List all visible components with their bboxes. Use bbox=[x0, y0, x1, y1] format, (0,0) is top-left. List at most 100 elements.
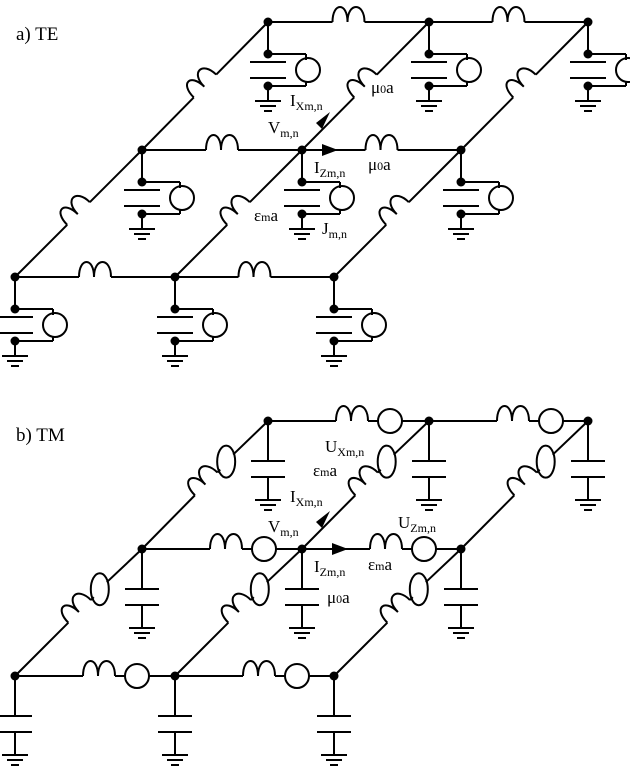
inductor-coil bbox=[186, 67, 217, 99]
wire bbox=[408, 149, 462, 203]
label-tm-ix: IXm,n bbox=[290, 487, 323, 509]
current-source-icon bbox=[488, 185, 514, 211]
wire bbox=[333, 224, 387, 278]
inductor-icon bbox=[209, 533, 243, 550]
shunt-cell bbox=[251, 421, 285, 511]
current-source-icon bbox=[361, 312, 387, 338]
label-te-iz: IZm,n bbox=[314, 158, 345, 180]
shunt-cell bbox=[412, 421, 446, 511]
inductor-coil bbox=[60, 592, 92, 624]
current-source-icon bbox=[169, 185, 195, 211]
wire bbox=[141, 96, 195, 151]
voltage-source-icon bbox=[284, 663, 310, 689]
inductor-icon bbox=[220, 592, 252, 624]
wire bbox=[460, 96, 514, 151]
current-source-icon bbox=[295, 57, 321, 83]
inductor-icon bbox=[347, 465, 379, 496]
label-te-j: Jm,n bbox=[322, 219, 347, 241]
arrow-ix-icon bbox=[316, 112, 330, 129]
inductor-icon bbox=[491, 6, 526, 23]
wire bbox=[266, 548, 303, 583]
shunt-cell bbox=[444, 549, 478, 639]
junction-dot bbox=[297, 544, 307, 554]
label-tm-eps-horiz: εma bbox=[368, 555, 392, 574]
panel-title-te: a) TE bbox=[16, 24, 58, 45]
inductor-icon bbox=[496, 405, 530, 422]
current-source-icon bbox=[329, 185, 355, 211]
label-te-eps: εma bbox=[254, 206, 278, 225]
wire bbox=[460, 494, 516, 550]
inductor-icon bbox=[242, 660, 276, 677]
wire bbox=[393, 420, 430, 456]
wire bbox=[174, 621, 230, 677]
shunt-cell bbox=[125, 549, 159, 639]
voltage-source-icon bbox=[408, 572, 429, 607]
wire bbox=[215, 21, 269, 76]
label-tm-eps-diag: εma bbox=[313, 461, 337, 480]
junction-dot bbox=[456, 544, 466, 554]
junction-dot bbox=[424, 416, 434, 426]
junction-dot bbox=[170, 671, 180, 681]
junction-dot bbox=[329, 671, 339, 681]
label-te-mu-horiz: μ0a bbox=[368, 155, 391, 174]
tm-lattice bbox=[0, 405, 605, 766]
shunt-cell bbox=[570, 22, 630, 112]
arrow-ix-icon bbox=[316, 511, 330, 528]
shunt-cell bbox=[157, 277, 228, 367]
junction-dot bbox=[137, 544, 147, 554]
current-source-icon bbox=[456, 57, 482, 83]
inductor-icon bbox=[237, 261, 272, 278]
inductor-icon bbox=[82, 660, 116, 677]
wire bbox=[301, 494, 357, 550]
inductor-icon bbox=[369, 533, 403, 550]
wire bbox=[174, 224, 228, 278]
shunt-cell bbox=[284, 150, 355, 240]
voltage-source-icon bbox=[216, 444, 237, 479]
wire bbox=[141, 494, 196, 550]
voltage-source-icon bbox=[377, 408, 403, 434]
shunt-cell bbox=[317, 676, 351, 766]
shunt-cell bbox=[443, 150, 514, 240]
wire bbox=[14, 621, 70, 677]
inductor-icon bbox=[379, 592, 411, 624]
wire bbox=[232, 420, 269, 456]
inductor-icon bbox=[378, 195, 410, 226]
shunt-cell bbox=[250, 22, 321, 112]
inductor-icon bbox=[186, 67, 217, 99]
inductor-icon bbox=[60, 592, 92, 624]
panel-title-tm: b) TM bbox=[16, 425, 65, 446]
voltage-source-icon bbox=[376, 444, 397, 479]
shunt-cell bbox=[285, 549, 319, 639]
wire bbox=[333, 621, 389, 677]
inductor-icon bbox=[205, 134, 239, 151]
inductor-coil bbox=[378, 195, 410, 226]
inductor-icon bbox=[335, 405, 369, 422]
shunt-cell bbox=[316, 277, 387, 367]
label-te-ix: IXm,n bbox=[290, 91, 323, 113]
inductor-icon bbox=[187, 465, 219, 496]
current-source-icon bbox=[202, 312, 228, 338]
voltage-source-icon bbox=[89, 572, 110, 607]
inductor-icon bbox=[505, 67, 537, 99]
shunt-cell bbox=[0, 676, 32, 766]
voltage-source-icon bbox=[124, 663, 150, 689]
label-tm-iz: IZm,n bbox=[314, 557, 345, 579]
inductor-icon bbox=[59, 195, 91, 226]
junction-dot bbox=[263, 416, 273, 426]
te-lattice bbox=[0, 6, 630, 367]
wire bbox=[535, 21, 589, 76]
current-source-icon bbox=[615, 57, 630, 83]
wire bbox=[249, 149, 303, 203]
inductor-icon bbox=[346, 67, 378, 99]
voltage-source-icon bbox=[249, 572, 270, 607]
wire bbox=[425, 548, 462, 583]
wire bbox=[376, 21, 430, 76]
inductor-coil bbox=[219, 195, 251, 226]
wire bbox=[89, 149, 143, 203]
inductor-icon bbox=[331, 6, 366, 23]
wire bbox=[106, 548, 143, 583]
shunt-cell bbox=[0, 277, 68, 367]
label-te-mu-diag: μ0a bbox=[371, 78, 394, 97]
label-tm-v: Vm,n bbox=[268, 517, 299, 539]
